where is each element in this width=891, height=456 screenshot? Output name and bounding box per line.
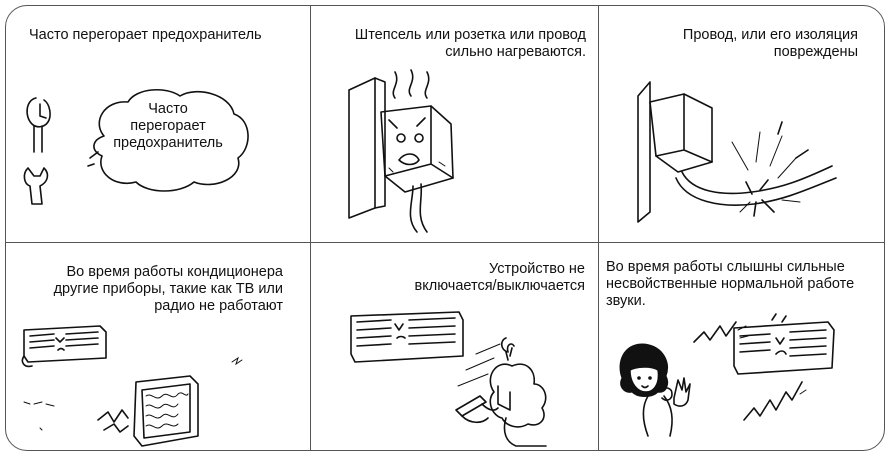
troubleshooting-table: Часто перегорает предохранитель Часто пе… — [5, 5, 885, 451]
woman-remote-icon — [436, 334, 566, 449]
panel-fuse-blows: Часто перегорает предохранитель Часто пе… — [6, 6, 310, 242]
panel-not-switching: Устройство не включается/выключается — [310, 242, 598, 451]
damaged-cord-icon — [632, 62, 842, 237]
wrench-icon — [18, 158, 58, 208]
panel-6-caption: Во время работы слышны сильные несвойств… — [606, 259, 882, 310]
noise-zigzag-icon — [740, 376, 810, 426]
caption-line: радио не работают — [154, 298, 283, 314]
panel-4-caption: Во время работы кондиционера другие приб… — [16, 264, 283, 315]
noise-mark-icon — [228, 352, 248, 372]
caption-line: несвойственные нормальной работе — [606, 276, 855, 292]
caption-line: звуки. — [606, 293, 646, 309]
smudge-icon — [20, 392, 60, 432]
noise-zigzag-icon — [690, 318, 750, 348]
caption-line: Во время работы слышны сильные — [606, 259, 845, 275]
panel-3-caption: Провод, или его изоляция повреждены — [608, 27, 858, 61]
person-covering-ears-icon — [612, 340, 702, 440]
caption-line: Во время работы кондиционера — [66, 264, 283, 280]
air-conditioner-icon — [347, 310, 467, 370]
air-conditioner-icon — [728, 314, 838, 384]
panel-plug-overheats: Штепсель или розетка или провод сильно н… — [310, 6, 598, 242]
caption-line: повреждены — [773, 44, 858, 60]
column-divider-2 — [598, 6, 599, 450]
bubble-line: перегорает — [130, 118, 206, 134]
caption-line: Провод, или его изоляция — [682, 27, 858, 43]
panel-2-caption: Штепсель или розетка или провод сильно н… — [320, 27, 586, 61]
panel-5-caption: Устройство не включается/выключается — [320, 261, 585, 295]
column-divider-1 — [310, 6, 311, 450]
bubble-text: Часто перегорает предохранитель — [103, 101, 233, 152]
caption-line: другие приборы, такие как ТВ или — [53, 281, 283, 297]
caption-line: Штепсель или розетка или провод — [354, 27, 586, 43]
bubble-line: Часто — [148, 101, 188, 117]
radio-icon — [94, 372, 204, 451]
bubble-line: предохранитель — [113, 135, 223, 151]
thought-bubble-icon — [84, 86, 254, 196]
caption-line: Устройство не — [489, 261, 585, 277]
caption-line: включается/выключается — [414, 278, 585, 294]
panel-1-caption: Часто перегорает предохранитель — [29, 27, 262, 43]
row-divider — [6, 242, 884, 243]
hot-plug-icon — [345, 68, 475, 233]
panel-abnormal-noise: Во время работы слышны сильные несвойств… — [598, 242, 884, 451]
panel-cord-damaged: Провод, или его изоляция повреждены — [598, 6, 884, 242]
fuse-icon — [20, 94, 60, 154]
caption-line: сильно нагреваются. — [445, 44, 586, 60]
panel-interference: Во время работы кондиционера другие приб… — [6, 242, 310, 451]
air-conditioner-icon — [20, 322, 110, 372]
